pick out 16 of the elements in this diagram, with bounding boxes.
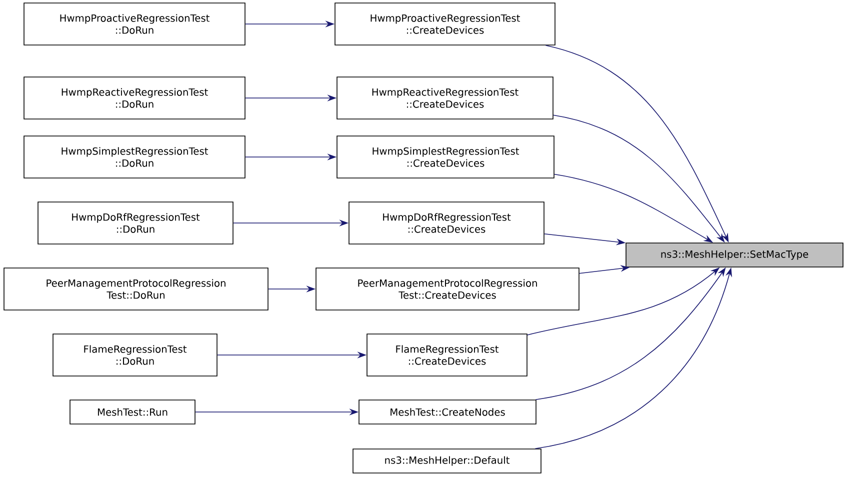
function-box: HwmpProactiveRegressionTest ::CreateDevices <box>334 2 556 46</box>
function-box: HwmpReactiveRegressionTest ::CreateDevices <box>336 76 554 120</box>
function-box: FlameRegressionTest ::CreateDevices <box>366 334 528 376</box>
function-box: HwmpDoRfRegressionTest ::CreateDevices <box>348 202 544 244</box>
function-box: PeerManagementProtocolRegression Test::CreateDevices <box>316 268 580 310</box>
function-box: PeerManagementProtocolRegression Test::DoRun <box>4 268 268 310</box>
function-box: ns3::MeshHelper::Default <box>352 448 542 474</box>
function-box: HwmpSimplestRegressionTest ::DoRun <box>24 136 246 178</box>
function-box: MeshTest::Run <box>70 400 196 424</box>
function-box: FlameRegressionTest ::DoRun <box>52 334 218 376</box>
function-box: HwmpReactiveRegressionTest ::DoRun <box>24 76 246 120</box>
function-box: MeshTest::CreateNodes <box>358 400 536 424</box>
function-box: HwmpProactiveRegressionTest ::DoRun <box>24 2 246 46</box>
function-box: ns3::MeshHelper::SetMacType <box>626 242 844 268</box>
function-box: HwmpDoRfRegressionTest ::DoRun <box>38 202 234 244</box>
function-box: HwmpSimplestRegressionTest ::CreateDevices <box>336 136 554 178</box>
